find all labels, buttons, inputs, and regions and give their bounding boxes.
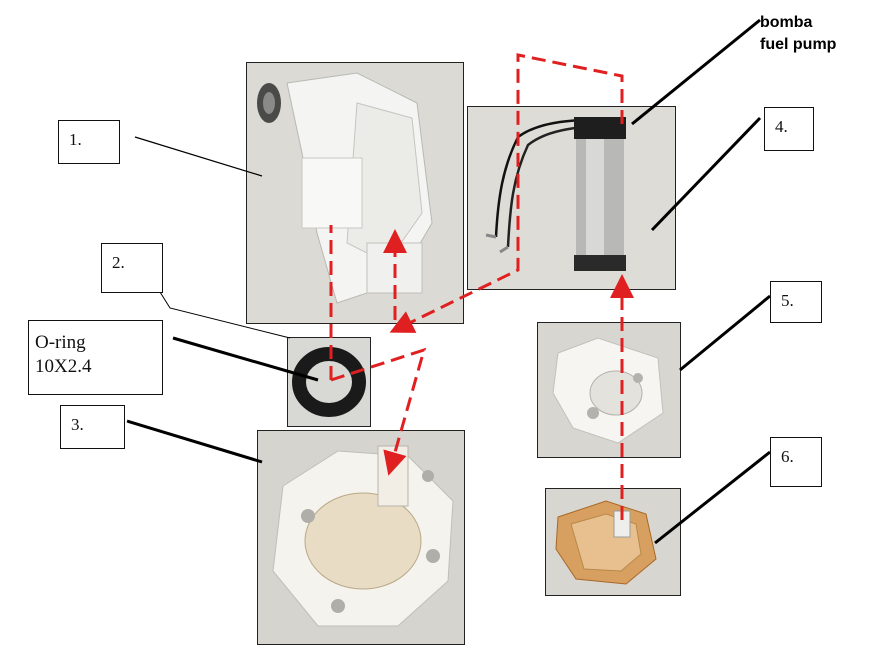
- pump-housing-photo: [246, 62, 464, 324]
- oring-label-line1: O-ring: [35, 332, 86, 353]
- base-plate-photo: [257, 430, 465, 645]
- strainer-filter-photo: [545, 488, 681, 596]
- leader-line-part3: [126, 419, 263, 464]
- leader-line-part5: [679, 294, 771, 372]
- pump-label-english: fuel pump: [760, 36, 837, 53]
- part-label-1: 1.: [58, 120, 120, 164]
- fuel-pump-label: bomba fuel pump: [760, 12, 836, 56]
- part-label-6: 6.: [770, 437, 822, 487]
- leader-line-part1: [134, 136, 263, 177]
- o-ring-photo: [287, 337, 371, 427]
- part-label-2: 2.: [101, 243, 163, 293]
- part-label-4: 4.: [764, 107, 814, 151]
- oring-size-label: O-ring 10X2.4: [28, 320, 163, 395]
- fuel-pump-photo: [467, 106, 676, 290]
- pump-label-spanish: bomba: [760, 14, 813, 31]
- oring-label-line2: 10X2.4: [35, 356, 92, 377]
- part-label-5: 5.: [770, 281, 822, 323]
- pump-bracket-photo: [537, 322, 681, 458]
- part-label-3: 3.: [60, 405, 125, 449]
